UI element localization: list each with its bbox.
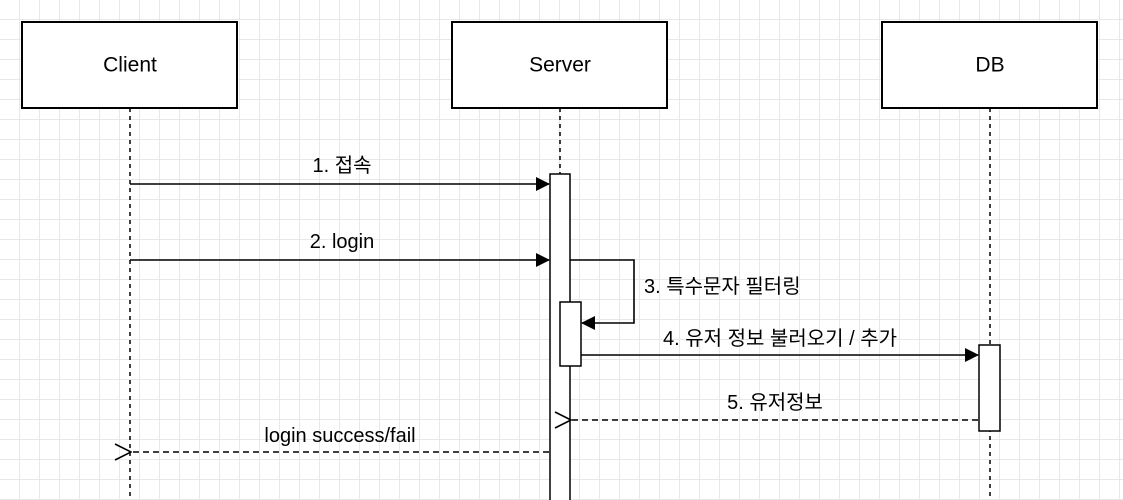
participant-db-label: DB (975, 54, 1004, 77)
participant-server[interactable]: Server (451, 21, 668, 109)
server-nested-activation-bar[interactable] (559, 301, 582, 367)
db-activation-bar[interactable] (978, 344, 1001, 432)
message-2-label: 2. login (310, 231, 375, 253)
participant-client-label: Client (103, 54, 157, 77)
message-3-label: 3. 특수문자 필터링 (644, 275, 801, 298)
participant-server-label: Server (529, 54, 591, 77)
participant-db[interactable]: DB (881, 21, 1098, 109)
message-3-self-arrow[interactable] (570, 259, 635, 330)
message-4-label: 4. 유저 정보 불러오기 / 추가 (663, 327, 897, 350)
message-1-label: 1. 접속 (312, 154, 371, 177)
message-5-label: 5. 유저정보 (727, 391, 823, 414)
participant-client[interactable]: Client (21, 21, 238, 109)
message-6-label: login success/fail (264, 425, 415, 447)
